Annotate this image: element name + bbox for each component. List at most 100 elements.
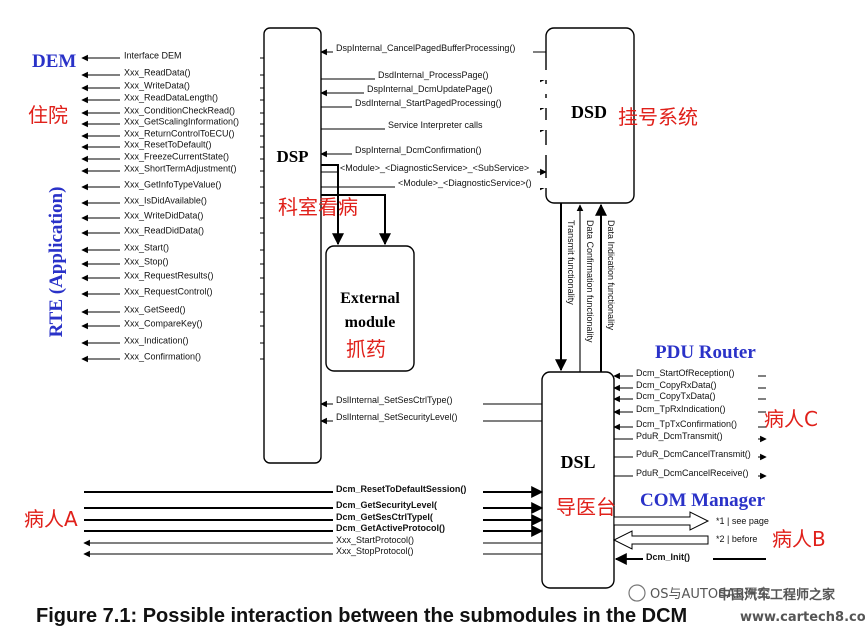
left-interface-label: Xxx_IsDidAvailable() xyxy=(124,196,207,206)
bottom-interface-label: Dcm_GetSesCtrlTypel( xyxy=(336,512,433,522)
left-interface-label: Xxx_ReturnControlToECU() xyxy=(124,129,235,139)
patient-a-annotation: 病人A xyxy=(24,507,78,531)
label-bg xyxy=(120,163,260,173)
bottom-interface-label: Dcm_ResetToDefaultSession() xyxy=(336,484,466,494)
dsp-dsd-interfaces-group: DspInternal_CancelPagedBufferProcessing(… xyxy=(320,43,595,246)
label-bg xyxy=(633,404,758,414)
left-interface-label: Xxx_GetScalingInformation() xyxy=(124,117,239,127)
com-manager-title: COM Manager xyxy=(640,490,766,511)
pdu-interface-label: Dcm_StartOfReception() xyxy=(636,368,735,378)
label-bg xyxy=(333,412,483,422)
patient-c-annotation: 病人C xyxy=(764,407,818,431)
pdu-router-title: PDU Router xyxy=(655,342,756,363)
left-interface-label: Xxx_WriteData() xyxy=(124,81,190,91)
dsp-dsl-interfaces-group: DslInternal_SetSesCtrlType() DslInternal_… xyxy=(320,395,542,425)
left-interface-label: Xxx_CompareKey() xyxy=(124,319,203,329)
pdu-interface-label: Dcm_CopyTxData() xyxy=(636,391,716,401)
dsl-dsp-label: DslInternal_SetSecurityLevel() xyxy=(336,412,458,422)
left-interface-label: Xxx_FreezeCurrentState() xyxy=(124,152,229,162)
left-interface-label: Xxx_WriteDidData() xyxy=(124,211,203,221)
pdu-interface-label: PduR_DcmCancelTransmit() xyxy=(636,449,751,459)
dsp-to-external-arrow xyxy=(321,194,391,246)
dsd-label: DSD xyxy=(571,102,607,122)
left-interface-label: Xxx_Start() xyxy=(124,243,169,253)
label-bg xyxy=(333,512,483,522)
watermark-account: OS与AUTOSAR研究 xyxy=(650,587,771,602)
dsp-to-external-arrow xyxy=(321,164,344,246)
label-bg xyxy=(120,256,260,266)
rte-title: RTE (Application) xyxy=(46,187,67,338)
left-interfaces-group: Interface DEM Xxx_ReadData() Xxx_WriteData… xyxy=(81,50,264,363)
label-bg xyxy=(395,178,595,188)
pdu-interface-label: PduR_DcmTransmit() xyxy=(636,431,723,441)
left-interface-label: Xxx_Confirmation() xyxy=(124,352,201,362)
label-bg xyxy=(120,67,260,77)
bottom-interface-label: Xxx_StartProtocol() xyxy=(336,535,414,545)
label-bg xyxy=(375,70,575,80)
dsp-dsd-label: DspInternal_DcmConfirmation() xyxy=(355,145,482,155)
pdu-interface-label: PduR_DcmCancelReceive() xyxy=(636,468,749,478)
label-bg xyxy=(333,535,483,545)
left-interface-label: Xxx_ConditionCheckRead() xyxy=(124,106,235,116)
label-bg xyxy=(633,419,758,429)
dsp-dsd-label: DspInternal_DcmUpdatePage() xyxy=(367,84,493,94)
dsl-block xyxy=(541,371,615,589)
label-bg xyxy=(337,163,537,173)
label-bg xyxy=(333,484,483,494)
left-interface-label: Xxx_ShortTermAdjustment() xyxy=(124,164,237,174)
dsp-cn-annotation: 科室看病 xyxy=(278,195,358,219)
label-bg xyxy=(333,395,483,405)
figure-caption: Figure 7.1: Possible interaction between… xyxy=(36,605,687,627)
pdu-interfaces-group: Dcm_StartOfReception()Dcm_CopyRxData()Dc… xyxy=(613,368,767,480)
label-bg xyxy=(120,128,260,138)
dsp-label: DSP xyxy=(276,147,308,166)
left-interface-label: Xxx_ReadDataLength() xyxy=(124,93,218,103)
pdu-interface-label: Dcm_TpTxConfirmation() xyxy=(636,419,737,429)
dsl-cn-annotation: 导医台 xyxy=(556,495,616,519)
external-cn-annotation: 抓药 xyxy=(346,337,386,361)
left-interface-label: Xxx_GetInfoTypeValue() xyxy=(124,180,221,190)
label-bg xyxy=(333,500,483,510)
dcm-init-label: Dcm_Init() xyxy=(646,552,690,562)
dsp-dsd-label: DsdInternal_StartPagedProcessing() xyxy=(355,98,502,108)
label-bg xyxy=(120,195,260,205)
com-note-2: *2 | before xyxy=(716,534,757,544)
left-interface-label: Xxx_Indication() xyxy=(124,336,189,346)
com-hollow-arrow-left xyxy=(612,530,709,550)
bottom-interfaces-group: Dcm_ResetToDefaultSession()Dcm_GetSecuri… xyxy=(83,484,544,558)
watermark: OS与AUTOSAR研究 中国汽车工程师之家 www.cartech8.com xyxy=(628,584,865,625)
label-bg xyxy=(120,116,260,126)
label-bg xyxy=(120,92,260,102)
label-bg xyxy=(333,546,483,556)
left-interface-label: Xxx_ReadData() xyxy=(124,68,191,78)
bottom-interface-label: Xxx_StopProtocol() xyxy=(336,546,414,556)
label-bg xyxy=(120,270,260,280)
com-note-1: *1 | see page xyxy=(716,516,769,526)
watermark-site-cn: 中国汽车工程师之家 xyxy=(718,587,836,603)
label-bg xyxy=(333,43,533,53)
label-bg xyxy=(120,225,260,235)
label-bg xyxy=(633,468,758,478)
label-bg xyxy=(333,523,483,533)
dsd-dsl-label: Data Confirmation functionality xyxy=(585,220,595,343)
label-bg xyxy=(120,286,260,296)
watermark-logo-icon xyxy=(628,584,646,602)
dsp-dsd-label: <Module>_<DiagnosticService>() xyxy=(398,178,532,188)
label-bg xyxy=(120,151,260,161)
label-bg xyxy=(120,210,260,220)
left-interface-label: Interface DEM xyxy=(124,51,182,61)
label-bg xyxy=(633,368,758,378)
left-interface-label: Xxx_GetSeed() xyxy=(124,305,186,315)
bottom-interface-label: Dcm_GetActiveProtocol() xyxy=(336,523,445,533)
label-bg xyxy=(120,318,260,328)
dsp-dsd-label: <Module>_<DiagnosticService>_<SubService… xyxy=(340,163,529,173)
dsp-dsd-label: DspInternal_CancelPagedBufferProcessing(… xyxy=(336,43,515,53)
external-label-1: External xyxy=(340,290,400,307)
left-interface-label: Xxx_RequestResults() xyxy=(124,271,214,281)
dsl-dsp-label: DslInternal_SetSesCtrlType() xyxy=(336,395,453,405)
pdu-interface-label: Dcm_TpRxIndication() xyxy=(636,404,726,414)
dsd-cn-annotation: 挂号系统 xyxy=(618,105,698,129)
